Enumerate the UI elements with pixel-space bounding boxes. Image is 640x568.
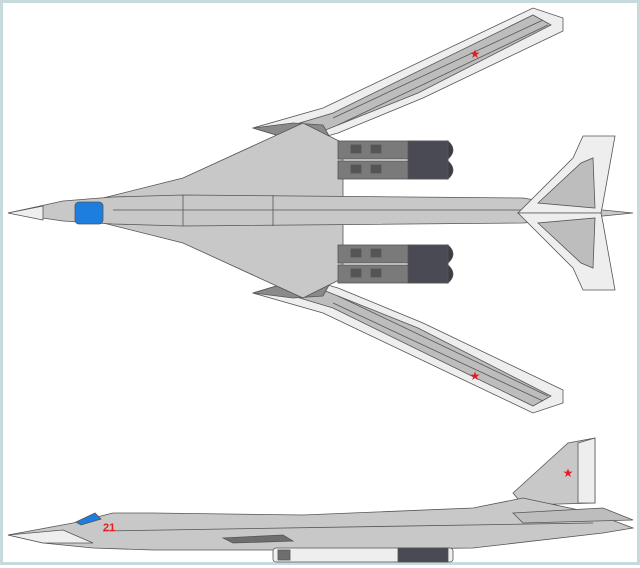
canopy-side	[75, 512, 102, 526]
horizontal-stabilizer	[517, 135, 616, 291]
canopy-top	[74, 201, 104, 225]
red-star-icon: ★	[470, 369, 481, 383]
top-view: ★ ★	[7, 7, 634, 414]
upper-wing	[251, 7, 564, 144]
lower-wing	[251, 277, 564, 414]
engine-nacelles-lower	[337, 244, 454, 284]
red-star-icon: ★	[563, 466, 574, 480]
engine-nacelles-upper	[337, 140, 454, 180]
aircraft-drawing: ★ ★ ★ 21	[7, 7, 635, 563]
fuselage-top	[7, 194, 634, 227]
red-star-icon: ★	[470, 47, 481, 61]
side-view: ★ 21	[7, 437, 635, 563]
side-number: 21	[103, 522, 115, 534]
